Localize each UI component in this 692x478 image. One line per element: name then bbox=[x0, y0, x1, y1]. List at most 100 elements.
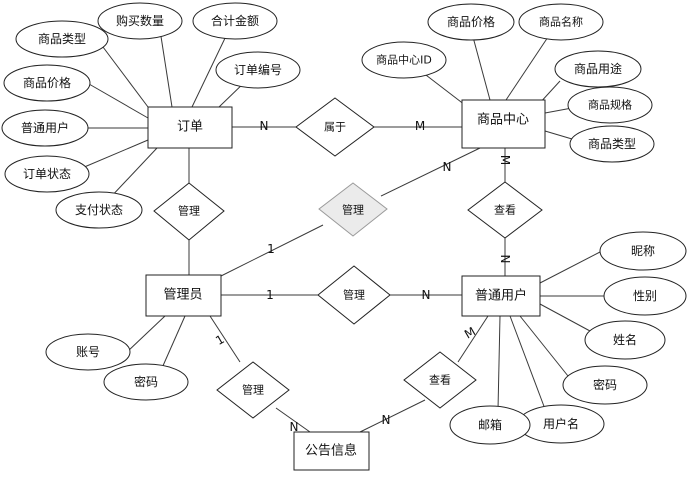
rel-manage-product-label: 管理 bbox=[342, 203, 364, 217]
rel-view-announcement: 查看 bbox=[403, 351, 477, 409]
attr-order-product-price: 商品价格 bbox=[3, 64, 91, 102]
svg-text:姓名: 姓名 bbox=[613, 332, 637, 347]
attr-user-nickname: 昵称 bbox=[599, 231, 687, 271]
rel-view-product: 查看 bbox=[467, 181, 543, 239]
card-admin-product-product: N bbox=[443, 160, 452, 174]
edge-user-nickname bbox=[539, 251, 601, 284]
card-admin-user-user: N bbox=[422, 288, 431, 302]
rel-manage-announcement: 管理 bbox=[216, 361, 290, 419]
edge-admin-manage-ann bbox=[209, 315, 241, 363]
attr-order-purchase-qty: 购买数量 bbox=[97, 2, 183, 40]
card-admin-ann-admin: 1 bbox=[213, 332, 227, 348]
edge-product-name bbox=[505, 33, 551, 101]
card-user-ann-user: M bbox=[462, 324, 478, 341]
edge-product-type bbox=[544, 130, 573, 140]
svg-text:密码: 密码 bbox=[134, 374, 158, 389]
edge-order-product-price bbox=[88, 83, 149, 119]
edge-view-user-ann bbox=[457, 315, 489, 363]
svg-text:用户名: 用户名 bbox=[543, 416, 579, 431]
edge-user-email bbox=[497, 315, 501, 411]
rel-manage-user: 管理 bbox=[317, 265, 391, 325]
edge-user-name bbox=[539, 303, 591, 332]
entity-regular-user-label: 普通用户 bbox=[475, 288, 527, 304]
edge-product-price bbox=[472, 36, 491, 101]
rel-manage-order: 管理 bbox=[153, 182, 225, 241]
svg-text:商品规格: 商品规格 bbox=[588, 98, 632, 112]
entity-announcement-label: 公告信息 bbox=[305, 443, 357, 459]
card-admin-user-admin: 1 bbox=[266, 288, 274, 302]
svg-text:普通用户: 普通用户 bbox=[21, 120, 69, 135]
entity-product-center-label: 商品中心 bbox=[477, 113, 529, 128]
attr-product-name: 商品名称 bbox=[518, 3, 604, 41]
attr-order-total-amount: 合计金额 bbox=[192, 2, 278, 40]
svg-text:商品名称: 商品名称 bbox=[539, 15, 583, 29]
svg-text:商品类型: 商品类型 bbox=[588, 136, 636, 151]
edge-order-payment-status bbox=[107, 147, 158, 201]
rel-belongs-to: 属于 bbox=[295, 97, 375, 157]
attr-order-product-type: 商品类型 bbox=[15, 20, 109, 58]
attr-admin-password: 密码 bbox=[103, 363, 189, 401]
entity-announcement: 公告信息 bbox=[293, 431, 370, 471]
entity-order-label: 订单 bbox=[177, 120, 203, 135]
attr-product-price: 商品价格 bbox=[427, 3, 515, 41]
attr-order-payment-status: 支付状态 bbox=[55, 191, 143, 229]
attr-order-regular-user: 普通用户 bbox=[1, 109, 89, 147]
entity-order: 订单 bbox=[147, 106, 233, 149]
svg-text:商品类型: 商品类型 bbox=[38, 31, 86, 46]
attr-product-center-id: 商品中心ID bbox=[361, 41, 447, 79]
svg-text:商品用途: 商品用途 bbox=[574, 61, 622, 76]
svg-text:购买数量: 购买数量 bbox=[116, 13, 164, 28]
card-user-ann-ann: N bbox=[382, 413, 391, 427]
svg-text:商品中心ID: 商品中心ID bbox=[376, 53, 432, 67]
attr-admin-account: 账号 bbox=[45, 333, 131, 371]
attr-user-name: 姓名 bbox=[584, 320, 666, 360]
attr-product-type: 商品类型 bbox=[569, 125, 655, 163]
svg-text:合计金额: 合计金额 bbox=[211, 13, 259, 28]
rel-manage-user-label: 管理 bbox=[343, 288, 365, 302]
attr-user-email: 邮箱 bbox=[449, 405, 531, 445]
edge-order-purchase-qty bbox=[159, 29, 173, 108]
entity-product-center: 商品中心 bbox=[461, 99, 546, 149]
edge-admin-password bbox=[161, 315, 186, 369]
rel-view-product-label: 查看 bbox=[494, 203, 516, 217]
edge-manage-ann bbox=[275, 407, 311, 433]
attr-product-spec: 商品规格 bbox=[567, 86, 653, 124]
edge-manage-product bbox=[380, 147, 481, 197]
rel-manage-announcement-label: 管理 bbox=[242, 383, 264, 397]
card-admin-ann-ann: N bbox=[290, 420, 299, 434]
card-admin-product-admin: 1 bbox=[267, 242, 275, 256]
edges bbox=[81, 29, 604, 433]
svg-text:密码: 密码 bbox=[593, 377, 617, 392]
svg-text:性别: 性别 bbox=[633, 289, 657, 303]
edge-order-order-status bbox=[81, 139, 149, 169]
edge-product-id bbox=[421, 71, 466, 106]
edge-admin-account bbox=[126, 315, 166, 353]
card-product-belongs: M bbox=[415, 119, 425, 133]
svg-text:订单编号: 订单编号 bbox=[234, 62, 282, 77]
svg-text:商品价格: 商品价格 bbox=[447, 14, 495, 29]
edge-product-spec bbox=[544, 107, 573, 114]
edge-user-password bbox=[519, 315, 569, 377]
rel-manage-order-label: 管理 bbox=[178, 204, 200, 218]
attr-order-order-status: 订单状态 bbox=[4, 155, 90, 193]
svg-text:订单状态: 订单状态 bbox=[23, 167, 71, 181]
card-product-view-user: N bbox=[498, 255, 512, 264]
svg-text:支付状态: 支付状态 bbox=[75, 203, 123, 217]
attr-user-gender: 性别 bbox=[603, 276, 687, 316]
attr-user-password: 密码 bbox=[562, 365, 648, 405]
card-product-view-product: M bbox=[498, 155, 512, 165]
attr-product-use: 商品用途 bbox=[554, 50, 642, 88]
edge-order-total-amount bbox=[191, 33, 228, 108]
svg-text:账号: 账号 bbox=[76, 345, 100, 359]
entity-admin-label: 管理员 bbox=[163, 288, 202, 303]
rel-manage-product: 管理 bbox=[318, 182, 388, 237]
svg-text:邮箱: 邮箱 bbox=[478, 417, 502, 432]
edge-user-username bbox=[509, 315, 546, 410]
card-order-belongs: N bbox=[260, 119, 269, 133]
attr-user-username: 用户名 bbox=[517, 404, 605, 444]
svg-text:商品价格: 商品价格 bbox=[23, 75, 71, 90]
attr-order-order-no: 订单编号 bbox=[215, 51, 301, 89]
svg-text:昵称: 昵称 bbox=[631, 244, 655, 258]
